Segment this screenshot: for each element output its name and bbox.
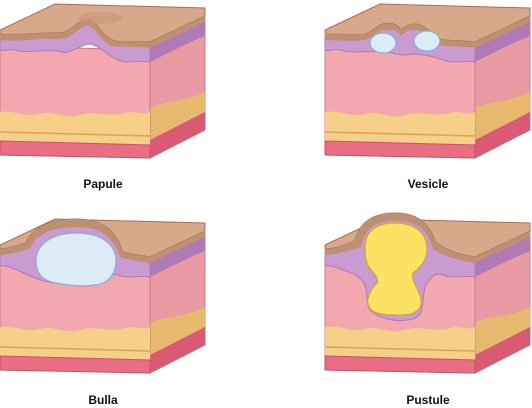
- vesicle-illustration: [324, 3, 531, 159]
- bulla-illustration: [0, 218, 206, 374]
- vesicle-label: Vesicle: [407, 177, 449, 191]
- papule-label: Papule: [83, 177, 123, 191]
- pustule-label: Pustule: [406, 393, 450, 407]
- pustule-illustration: [324, 212, 531, 374]
- papule-illustration: [0, 3, 206, 159]
- bulla-label: Bulla: [88, 393, 118, 407]
